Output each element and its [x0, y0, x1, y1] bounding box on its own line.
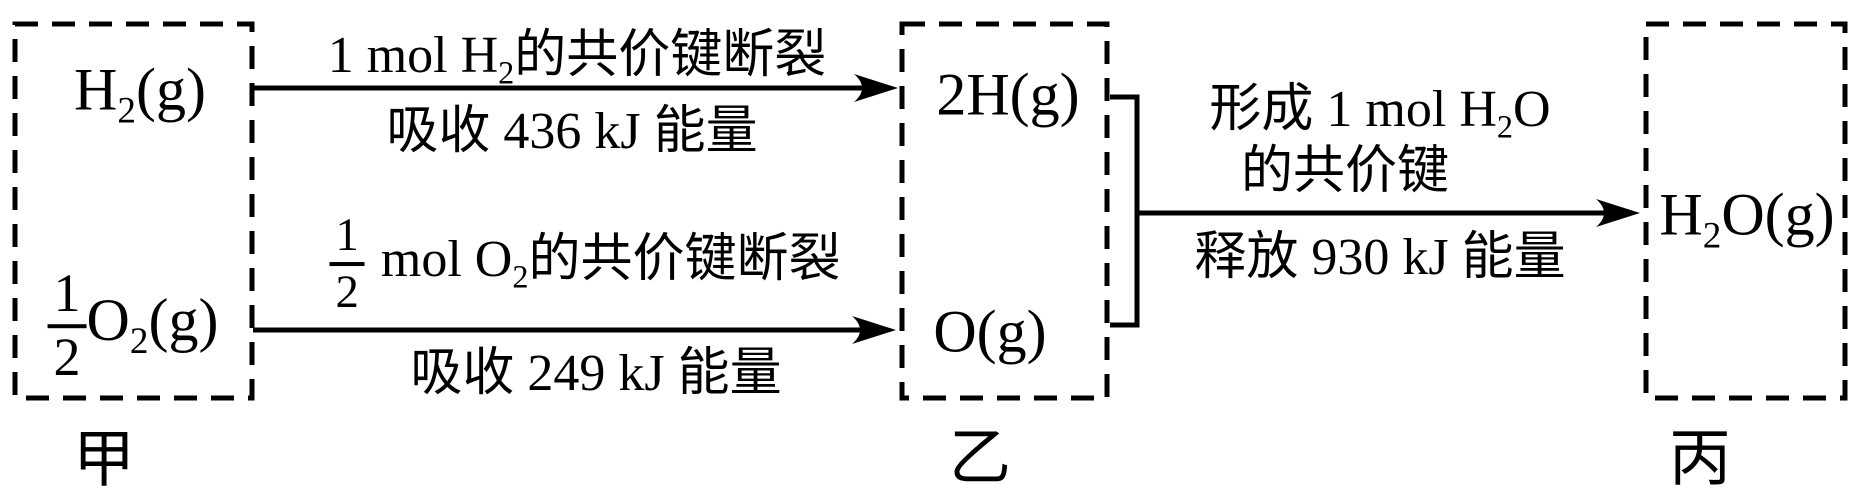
arrow-h2o-label-subscript: 2: [1496, 108, 1514, 145]
formula-o2-base: O: [86, 286, 130, 353]
formula-o2-subscript: 2: [129, 320, 149, 362]
arrow-o2-label-subscript: 2: [512, 258, 529, 295]
arrow-h2-label-pre: 1 mol H: [327, 27, 499, 85]
arrow-o2-label-post: 的共价键断裂: [528, 230, 841, 288]
formula-h2o-state: O(g): [1721, 181, 1835, 248]
arrow-h2o-energy: 释放 930 kJ 能量: [1194, 229, 1566, 287]
formula-h2-base: H: [74, 56, 118, 123]
arrow-o2-energy: 吸收 249 kJ 能量: [410, 345, 782, 403]
fraction-denominator: 2: [53, 327, 81, 388]
arrow-h2o-label-pre: 形成 1 mol H: [1209, 81, 1497, 139]
caption-yi: 乙: [948, 424, 1012, 493]
arrow-h2o-label-post: O: [1513, 81, 1551, 139]
fraction-numerator: 1: [329, 211, 365, 267]
arrow-h2-label: 1 mol H2的共价键断裂: [327, 26, 827, 89]
arrow-o2-head: [852, 316, 896, 344]
box-yi-border: [899, 21, 1110, 401]
box-jia-border: [12, 21, 255, 401]
bracket: [1110, 94, 1140, 328]
formula-h2: H2(g): [74, 56, 206, 130]
formula-o2-state: (g): [148, 286, 219, 353]
arrow-o2-label-pre: mol O: [380, 230, 513, 288]
formula-2h: 2H(g): [936, 61, 1080, 128]
caption-jia: 甲: [72, 426, 136, 495]
formula-h2o-base: H: [1659, 181, 1703, 248]
arrow-h2-energy: 吸收 436 kJ 能量: [386, 103, 758, 161]
arrow-h2-label-post: 的共价键断裂: [514, 27, 827, 85]
formula-h2o-subscript: 2: [1702, 215, 1722, 257]
formula-h2-state: (g): [135, 56, 206, 123]
arrow-h2o-head: [1596, 199, 1640, 227]
fraction-denominator: 2: [335, 266, 359, 319]
arrow-h2-head: [854, 74, 898, 102]
arrow-h2o-label-line2: 的共价键: [1240, 143, 1450, 201]
formula-h2o: H2O(g): [1659, 181, 1835, 255]
fraction-numerator: 1: [47, 266, 87, 329]
box-bing-border: [1643, 21, 1848, 401]
arrow-h2-label-subscript: 2: [498, 54, 515, 91]
formula-h2-subscript: 2: [117, 90, 136, 132]
arrow-h2o-label-line1: 形成 1 mol H2O: [1209, 80, 1551, 143]
caption-bing: 丙: [1668, 425, 1732, 494]
formula-o: O(g): [933, 298, 1047, 365]
